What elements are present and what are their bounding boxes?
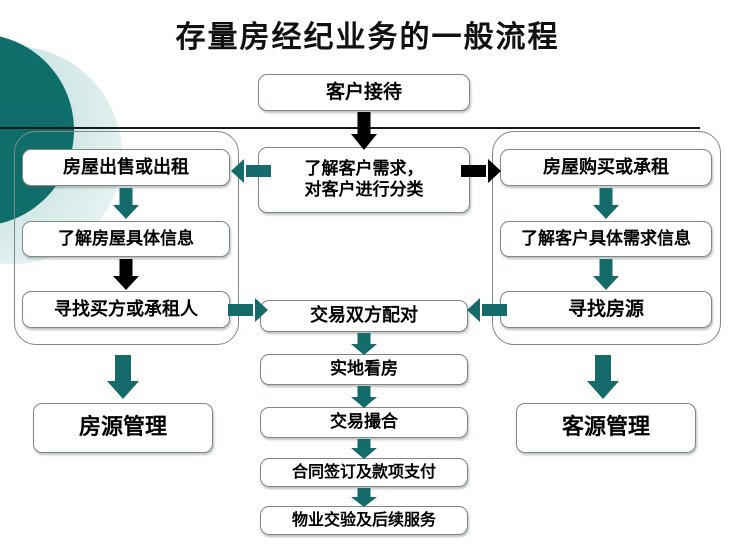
node-learn-client-requirements[interactable]: 了解客户具体需求信息 (500, 221, 712, 257)
title-divider-line (0, 127, 700, 129)
page-title: 存量房经纪业务的一般流程 (175, 20, 560, 55)
arrow-broker-to-contract (351, 439, 377, 459)
node-find-property-source[interactable]: 寻找房源 (500, 291, 712, 328)
node-learn-house-details[interactable]: 了解房屋具体信息 (22, 221, 230, 257)
left-column-group (14, 131, 239, 345)
node-understand-and-classify-clients[interactable]: 了解客户需求， 对客户进行分类 (258, 147, 470, 213)
node-listing-management[interactable]: 房源管理 (33, 403, 213, 453)
node-client-management[interactable]: 客源管理 (516, 403, 696, 453)
arrow-site-visit-to-broker (351, 386, 377, 408)
node-property-handover-and-followup[interactable]: 物业交验及后续服务 (260, 506, 468, 535)
node-house-for-sale-or-rent[interactable]: 房屋出售或出租 (22, 149, 230, 186)
node-classify-line-1: 了解客户需求， (304, 158, 424, 179)
arrow-classify-to-left-column (231, 158, 271, 184)
right-column-group (492, 131, 721, 345)
arrow-classify-to-right-column (461, 158, 501, 184)
arrow-right-group-to-client-management (587, 355, 619, 399)
node-customer-reception[interactable]: 客户接待 (258, 74, 470, 111)
arrow-match-to-site-visit (351, 333, 377, 355)
node-on-site-house-viewing[interactable]: 实地看房 (260, 354, 468, 385)
node-match-transaction-parties[interactable]: 交易双方配对 (260, 300, 468, 332)
arrow-left-group-to-listing-management (107, 355, 139, 399)
arrow-right-column-to-match (467, 297, 507, 323)
arrow-left-2-to-3 (113, 259, 139, 290)
arrow-left-column-to-match (228, 297, 268, 323)
arrow-contract-to-handover (351, 488, 377, 507)
node-transaction-brokering[interactable]: 交易撮合 (260, 407, 468, 438)
node-contract-signing-and-payment[interactable]: 合同签订及款项支付 (260, 458, 468, 487)
arrow-reception-to-classify (351, 112, 377, 150)
node-find-buyer-or-tenant[interactable]: 寻找买方或承租人 (22, 291, 230, 328)
arrow-right-1-to-2 (593, 188, 619, 219)
node-house-purchase-or-lease[interactable]: 房屋购买或承租 (500, 149, 712, 186)
node-classify-line-2: 对客户进行分类 (304, 180, 424, 200)
arrow-right-2-to-3 (593, 259, 619, 290)
arrow-left-1-to-2 (113, 188, 139, 219)
